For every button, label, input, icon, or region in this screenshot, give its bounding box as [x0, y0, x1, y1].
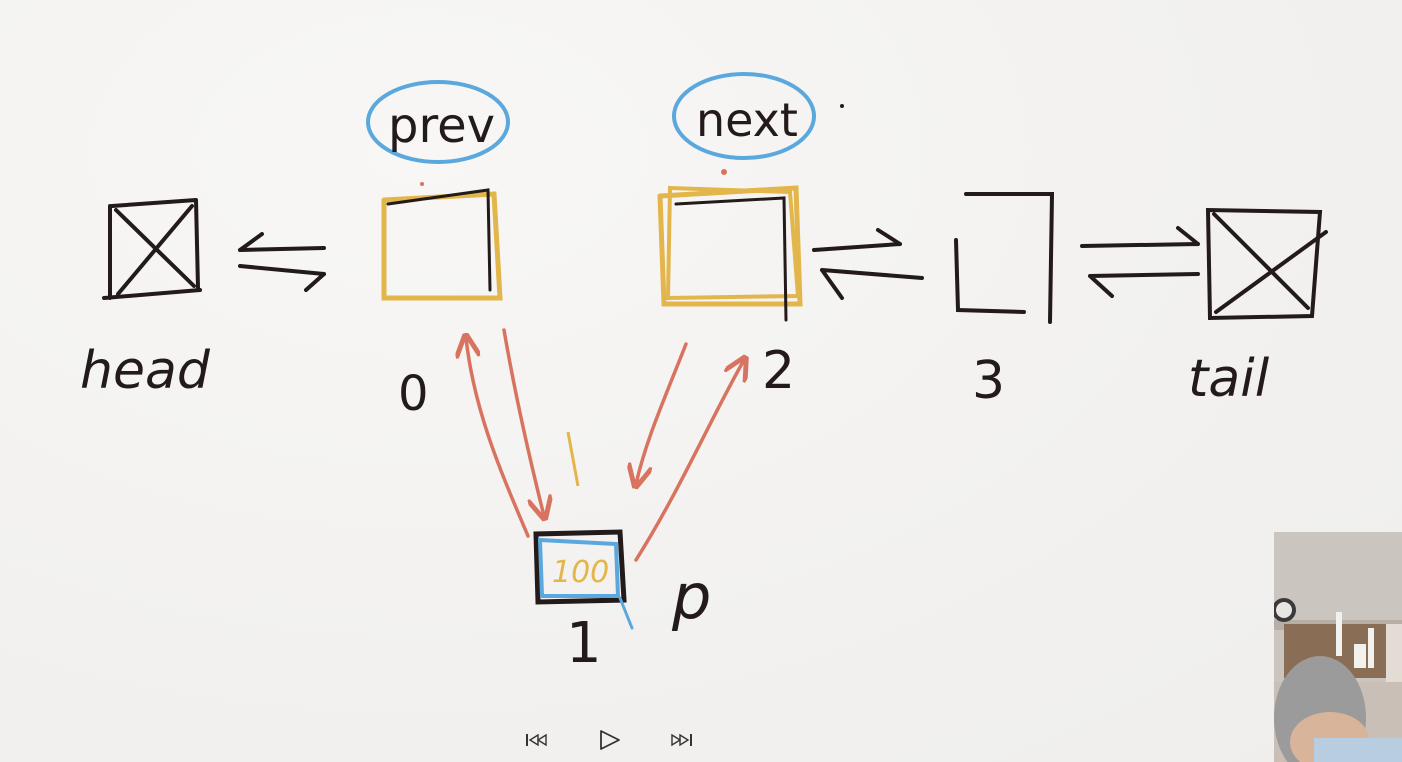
head-label: head	[80, 341, 211, 401]
node-2-label: 2	[762, 341, 795, 401]
pointer-arrows	[466, 328, 744, 562]
prev-label: prev	[388, 98, 495, 154]
next-label: next	[696, 93, 798, 147]
skip-back-button[interactable]	[520, 726, 556, 754]
webcam-feed	[1274, 532, 1402, 762]
skip-forward-icon	[671, 733, 692, 747]
link-head-0	[238, 232, 326, 292]
node-1-value: 100	[552, 555, 609, 590]
yellow-tick	[566, 431, 580, 487]
skip-back-icon	[526, 733, 547, 747]
node-1-label: 1	[566, 611, 602, 676]
link-2-3	[812, 228, 924, 300]
stray-dot-red-1	[420, 182, 424, 186]
stray-dot	[840, 104, 844, 108]
node-3	[954, 192, 1055, 324]
node-0	[381, 188, 503, 301]
node-3-label: 3	[972, 351, 1005, 411]
prev-circle	[366, 80, 510, 164]
skip-forward-button[interactable]	[664, 726, 700, 754]
head-node	[102, 198, 202, 300]
link-3-tail	[1080, 226, 1200, 298]
tail-node	[1205, 207, 1328, 321]
stray-dot-red-2	[721, 169, 727, 175]
p-label: p	[671, 560, 711, 633]
tail-label: tail	[1188, 349, 1270, 409]
webcam-overlay	[1274, 532, 1402, 762]
node-1	[533, 529, 634, 630]
play-icon	[600, 730, 620, 750]
next-circle	[672, 72, 816, 160]
playback-controls	[520, 724, 700, 756]
node-0-label: 0	[398, 366, 429, 422]
play-button[interactable]	[592, 726, 628, 754]
node-2	[657, 185, 803, 322]
